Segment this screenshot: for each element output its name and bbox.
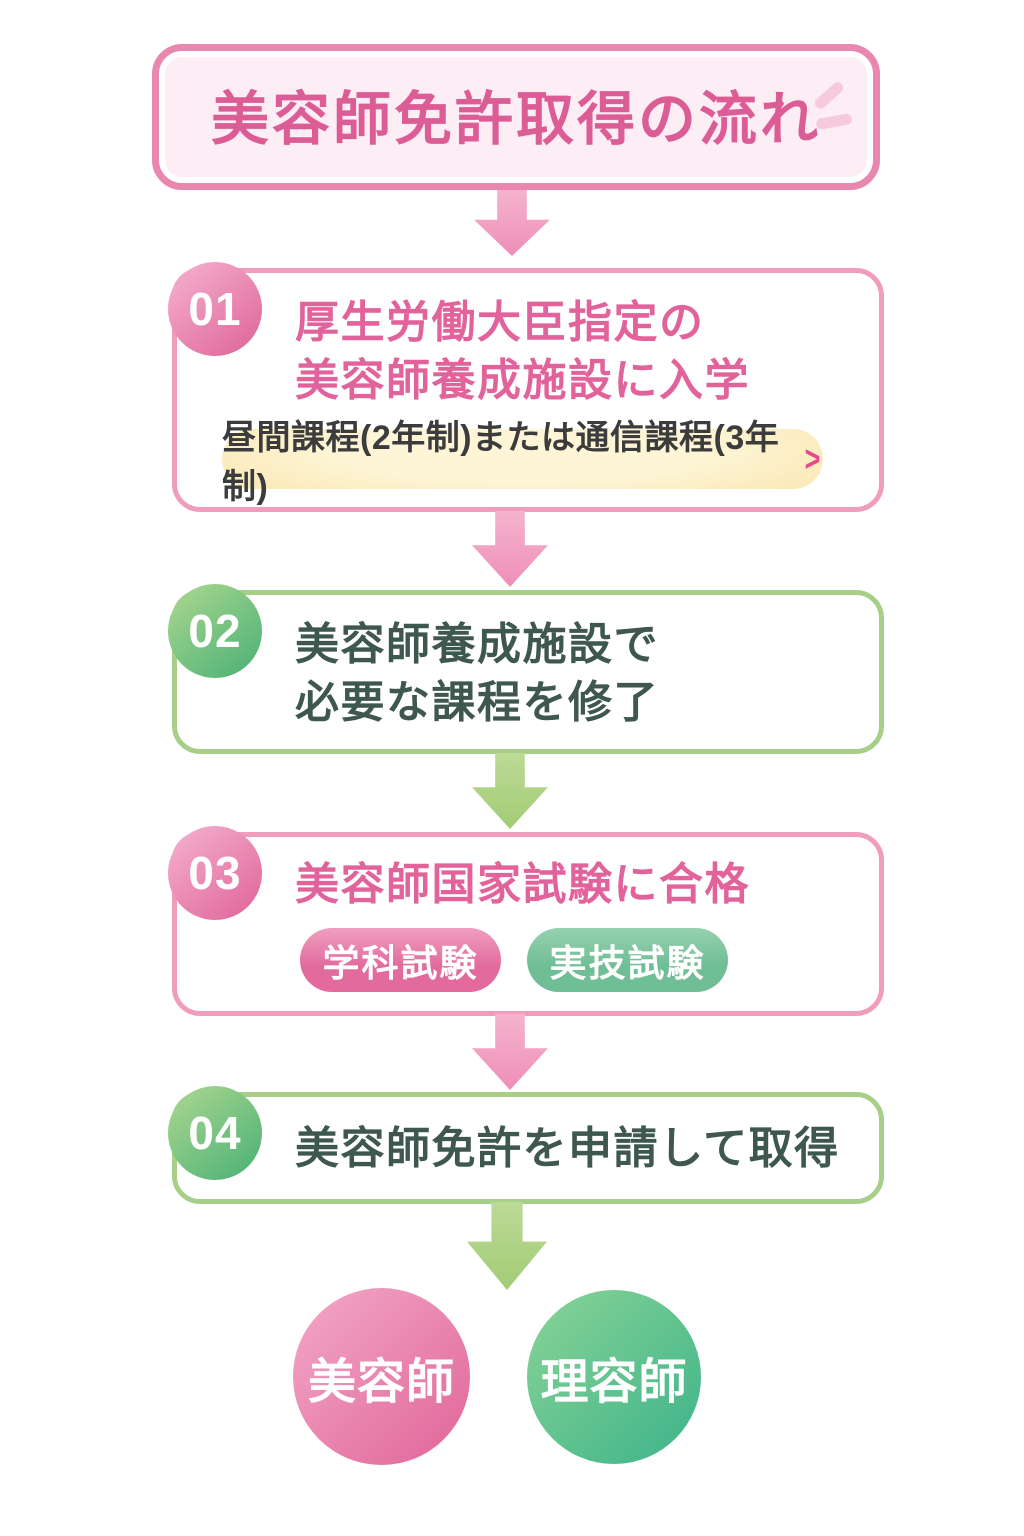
sparkle-accent-icon: [800, 80, 864, 136]
page-title: 美容師免許取得の流れ: [210, 87, 821, 152]
step-4-number: 04: [188, 1107, 242, 1159]
course-note-label: 昼間課程(2年制)または通信課程(3年制): [222, 419, 780, 506]
step-2-heading-line-1: 美容師養成施設で: [295, 620, 659, 669]
step-4-number-badge: 04: [168, 1086, 262, 1180]
down-arrow-icon: [472, 511, 548, 587]
down-arrow-icon: [472, 1014, 548, 1090]
step-3-number-badge: 03: [168, 826, 262, 920]
practical-exam-tag: 実技試験: [527, 928, 728, 992]
result-circle-barber: 理容師: [527, 1290, 701, 1464]
result-beautician-label: 美容師: [307, 1355, 455, 1409]
step-1-heading-line-2: 美容師養成施設に入学: [295, 356, 750, 405]
down-arrow-icon: [467, 1202, 547, 1290]
accent-stroke-top: [812, 80, 846, 111]
step-3-heading-line-1: 美容師国家試験に合格: [295, 860, 750, 909]
written-exam-tag: 学科試験: [300, 928, 501, 992]
step-4-heading: 美容師免許を申請して取得: [295, 1120, 840, 1178]
step-2-heading: 美容師養成施設で 必要な課程を修了: [295, 616, 659, 732]
step-2-number: 02: [188, 605, 242, 657]
step-4-heading-line-1: 美容師免許を申請して取得: [295, 1124, 840, 1173]
title-box: 美容師免許取得の流れ: [152, 44, 880, 190]
step-1-heading: 厚生労働大臣指定の 美容師養成施設に入学: [295, 294, 750, 410]
accent-stroke-bottom: [815, 112, 853, 131]
practical-exam-label: 実技試験: [549, 943, 706, 984]
step-1-number: 01: [188, 283, 242, 335]
step-2-number-badge: 02: [168, 584, 262, 678]
down-arrow-icon: [472, 753, 548, 829]
down-arrow-icon: [474, 190, 550, 256]
step-2-heading-line-2: 必要な課程を修了: [295, 678, 659, 727]
step-3-number: 03: [188, 847, 242, 899]
written-exam-label: 学科試験: [322, 943, 479, 984]
result-barber-label: 理容師: [540, 1356, 688, 1409]
step-3-heading: 美容師国家試験に合格: [295, 856, 750, 914]
step-2-box: [172, 590, 884, 754]
step-4-box: [172, 1092, 884, 1204]
step-1-heading-line-1: 厚生労働大臣指定の: [295, 298, 705, 347]
step-3-box: [172, 832, 884, 1016]
result-circle-beautician: 美容師: [293, 1288, 470, 1465]
step-1-number-badge: 01: [168, 262, 262, 356]
course-note-pill[interactable]: 昼間課程(2年制)または通信課程(3年制) >: [222, 419, 823, 506]
chevron-right-icon: >: [804, 438, 821, 479]
